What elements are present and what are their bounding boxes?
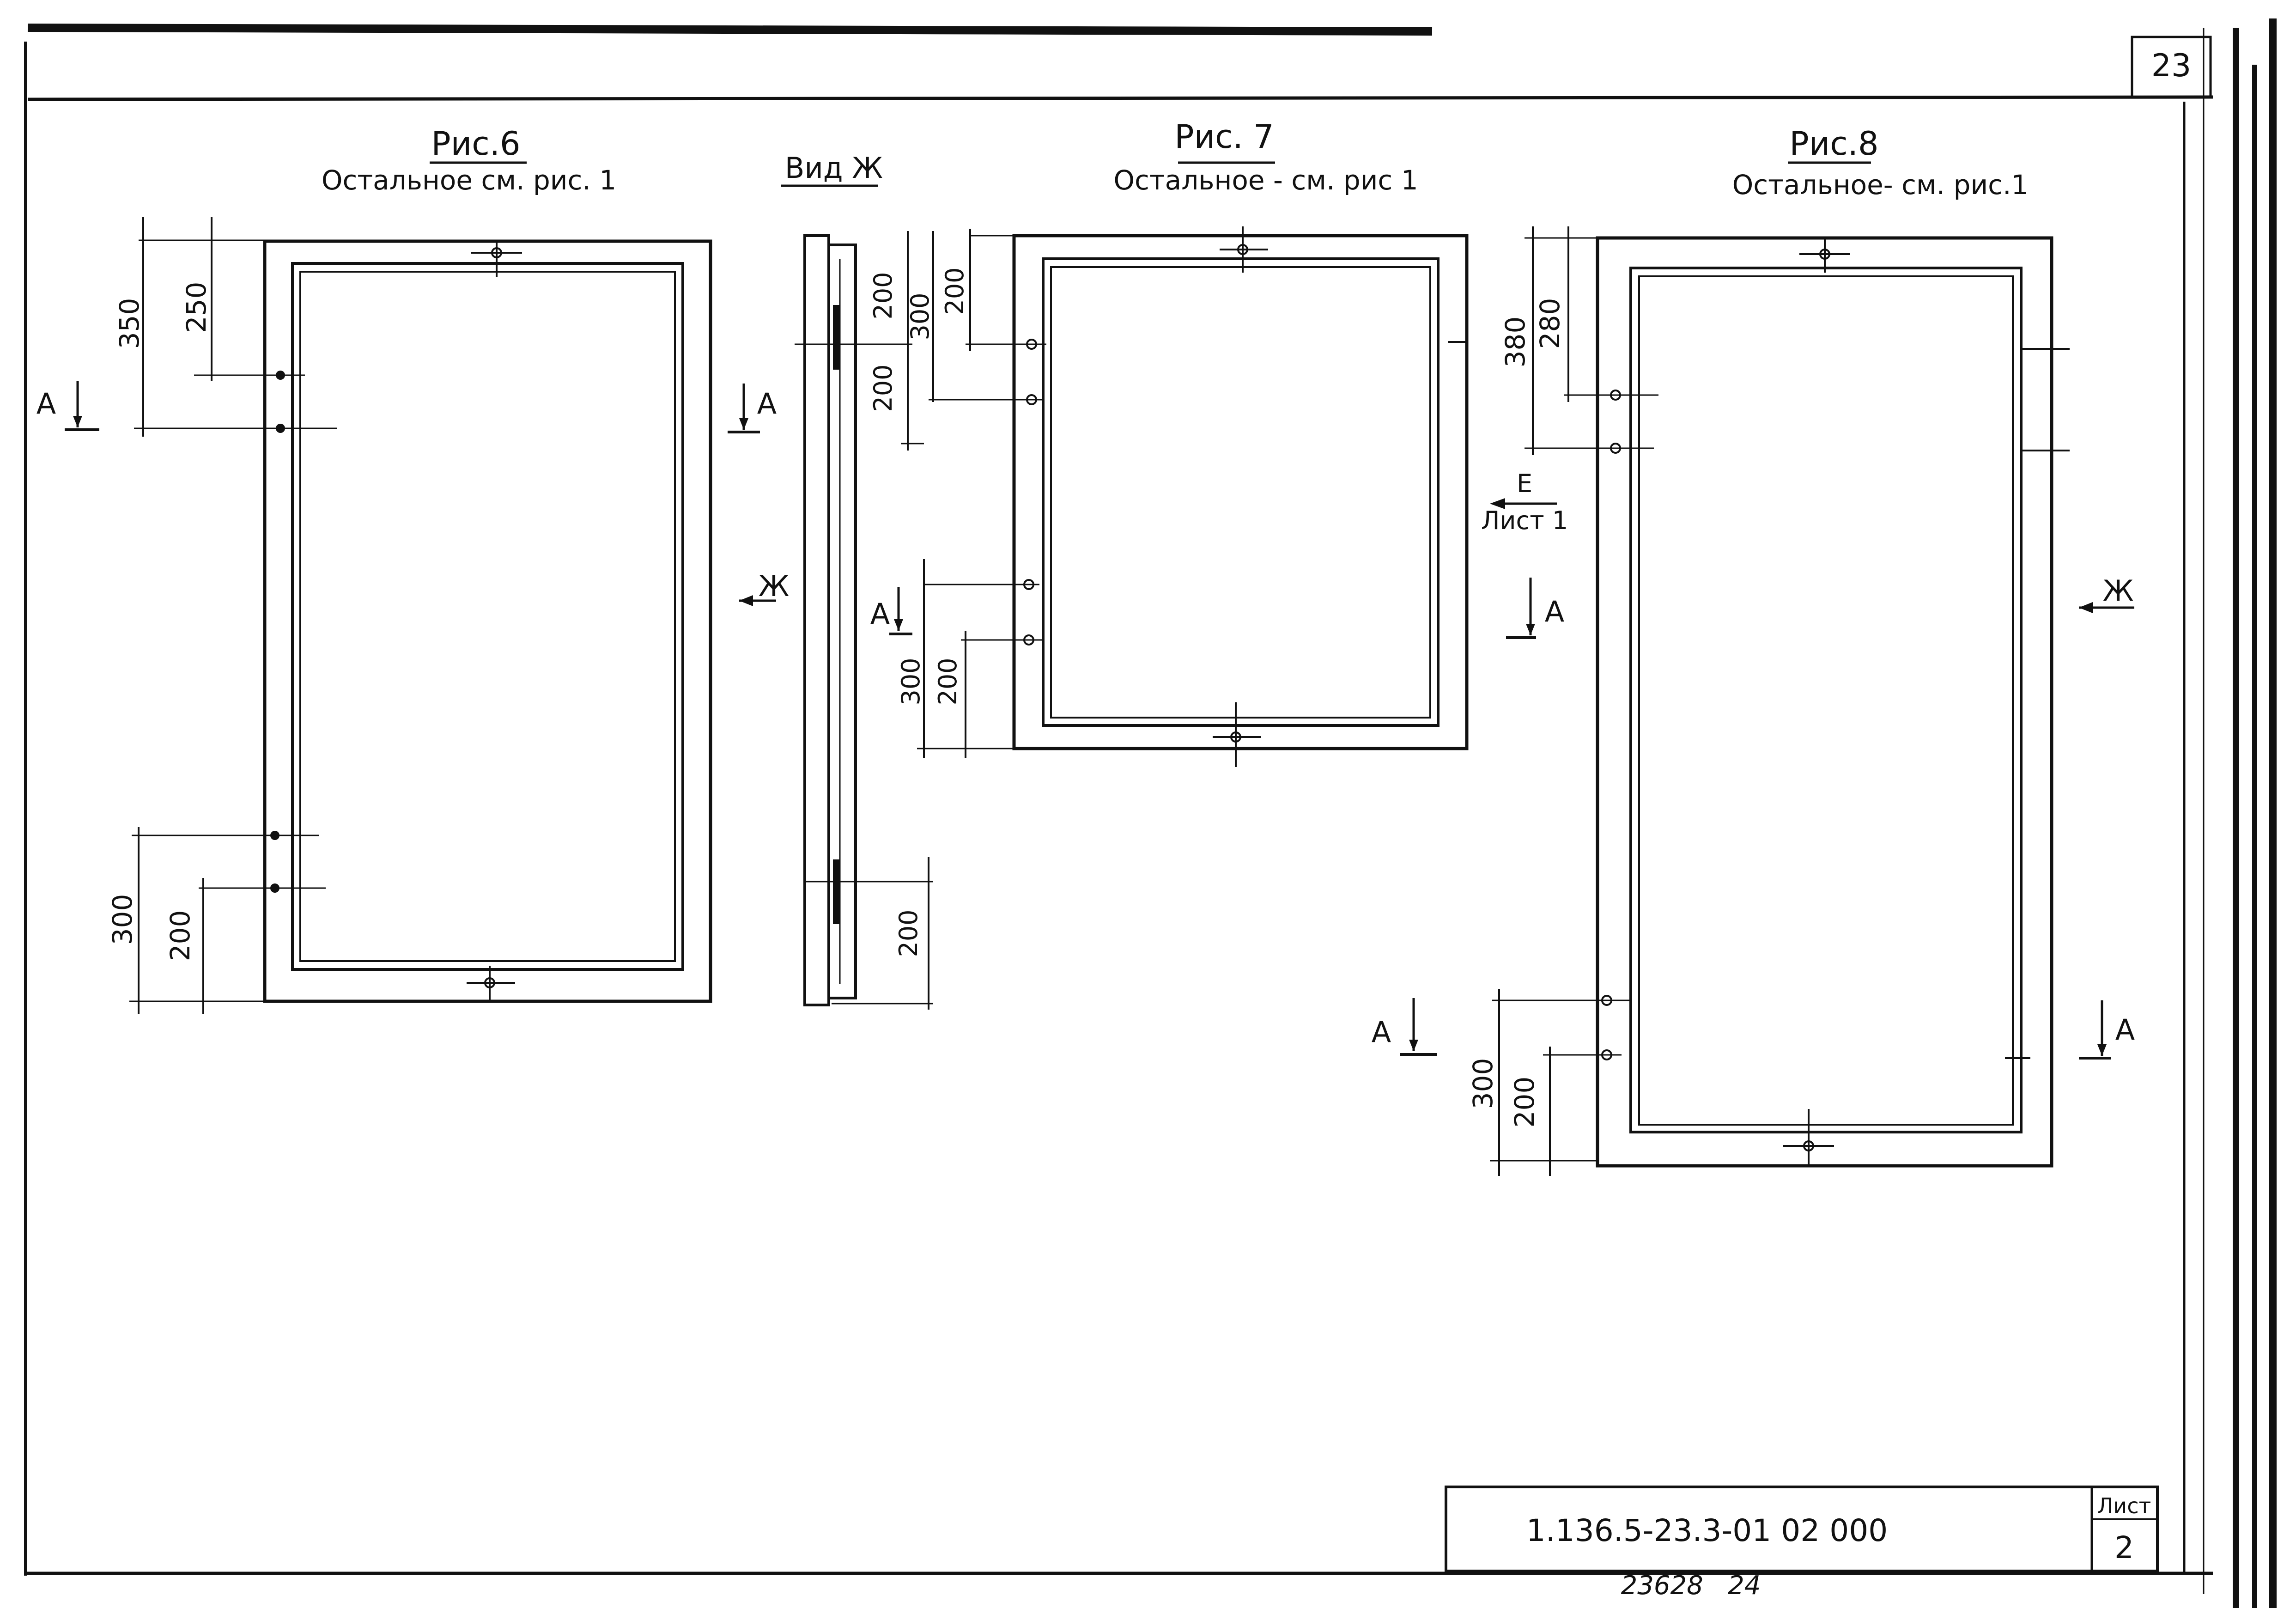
section-label: А: [2115, 1013, 2135, 1047]
fig7-section-A: А: [870, 587, 912, 635]
section-label: А: [1372, 1015, 1391, 1049]
fig8-section-A-bottom-left: А: [1372, 998, 1437, 1056]
sheet-number: 2: [2114, 1530, 2134, 1565]
fig8-view-zh-arrow: Ж: [2079, 574, 2134, 613]
fig7-panel-outline: [1012, 234, 1469, 750]
fig8-ref-E-arrow: Е Лист 1: [1481, 469, 1568, 535]
fig8-subtitle: Остальное- см. рис.1: [1732, 169, 2029, 201]
figure-6: Рис.6 Остальное см. рис. 1 350: [36, 125, 789, 1014]
fig8-bottom-dimensions: 300 200: [1467, 989, 1631, 1176]
fig7-lift-points: [1023, 226, 1268, 767]
view-zh-dim-bot200: 200: [894, 909, 923, 957]
fig8-ref-sheet: Лист 1: [1481, 506, 1568, 535]
fig6-section-A-left: А: [36, 381, 99, 431]
fig6-dim-250: 250: [181, 282, 212, 333]
bottom-stamp: 23628 24: [1621, 1571, 1761, 1601]
view-zh: Вид Ж 200 300 200 200: [781, 151, 935, 1010]
arrow-label: Ж: [2103, 574, 2134, 608]
fig8-dim-280: 280: [1534, 298, 1566, 349]
fig7-top-dimensions: 200: [929, 229, 1046, 401]
doc-code: 1.136.5-23.3-01 02 000: [1526, 1513, 1888, 1548]
fig6-panel-outline: [263, 239, 712, 1003]
fig6-view-zh-arrow: Ж: [739, 569, 789, 606]
fig8-section-A-top: А: [1506, 578, 1564, 639]
fig6-top-dimensions: 350 250: [114, 217, 337, 437]
fig8-dim-200: 200: [1509, 1077, 1540, 1128]
fig6-dim-200: 200: [164, 910, 196, 962]
sheet-frame: [24, 18, 2277, 1608]
fig6-bottom-dimensions: 300 200: [107, 827, 326, 1014]
fig7-subtitle: Остальное - см. рис 1: [1113, 164, 1418, 196]
fig8-ref-letter: Е: [1517, 469, 1532, 498]
fig7-bottom-dimensions: 300 200: [896, 559, 1042, 758]
fig7-title: Рис. 7: [1174, 118, 1274, 156]
view-zh-dimensions: 200 300 200 200: [795, 231, 935, 1010]
section-label: А: [757, 387, 777, 420]
view-zh-dim-mid200: 200: [869, 364, 898, 412]
fig6-title: Рис.6: [431, 125, 521, 163]
page-number: 23: [2151, 48, 2192, 84]
fig6-dim-350: 350: [114, 298, 145, 349]
page-number-box: 23: [2131, 36, 2212, 98]
section-label: А: [1545, 595, 1564, 628]
section-label: А: [36, 387, 56, 420]
fig6-dim-300: 300: [107, 894, 138, 945]
section-label: А: [870, 597, 890, 631]
fig6-subtitle: Остальное см. рис. 1: [322, 164, 616, 196]
arrow-label: Ж: [759, 569, 790, 603]
fig8-top-dimensions: 380 280: [1500, 226, 1658, 455]
fig7-dim-bot200: 200: [933, 658, 962, 705]
fig6-section-A-right: А: [728, 384, 777, 433]
view-zh-title: Вид Ж: [785, 151, 883, 185]
fig7-dim-top200: 200: [940, 267, 969, 315]
fig8-dim-380: 380: [1500, 317, 1531, 368]
fig7-dim-bot300: 300: [896, 658, 925, 705]
fig8-section-A-bottom-right: А: [2079, 1000, 2135, 1060]
sheet-label: Лист: [2097, 1493, 2151, 1518]
view-zh-dim-top200: 200: [869, 272, 898, 319]
title-block: 1.136.5-23.3-01 02 000 Лист 2: [1445, 1486, 2159, 1572]
figure-8: Рис.8 Остальное- см. рис.1 380: [1372, 125, 2135, 1176]
figure-7: Рис. 7 Остальное - см. рис 1 200: [870, 118, 1469, 767]
fig8-title: Рис.8: [1790, 125, 1879, 163]
fig8-dim-300: 300: [1467, 1058, 1499, 1109]
fig6-lift-points: [270, 240, 522, 1003]
view-zh-dim-top300: 300: [905, 292, 935, 340]
fig8-panel-outline: [1596, 236, 2053, 1168]
